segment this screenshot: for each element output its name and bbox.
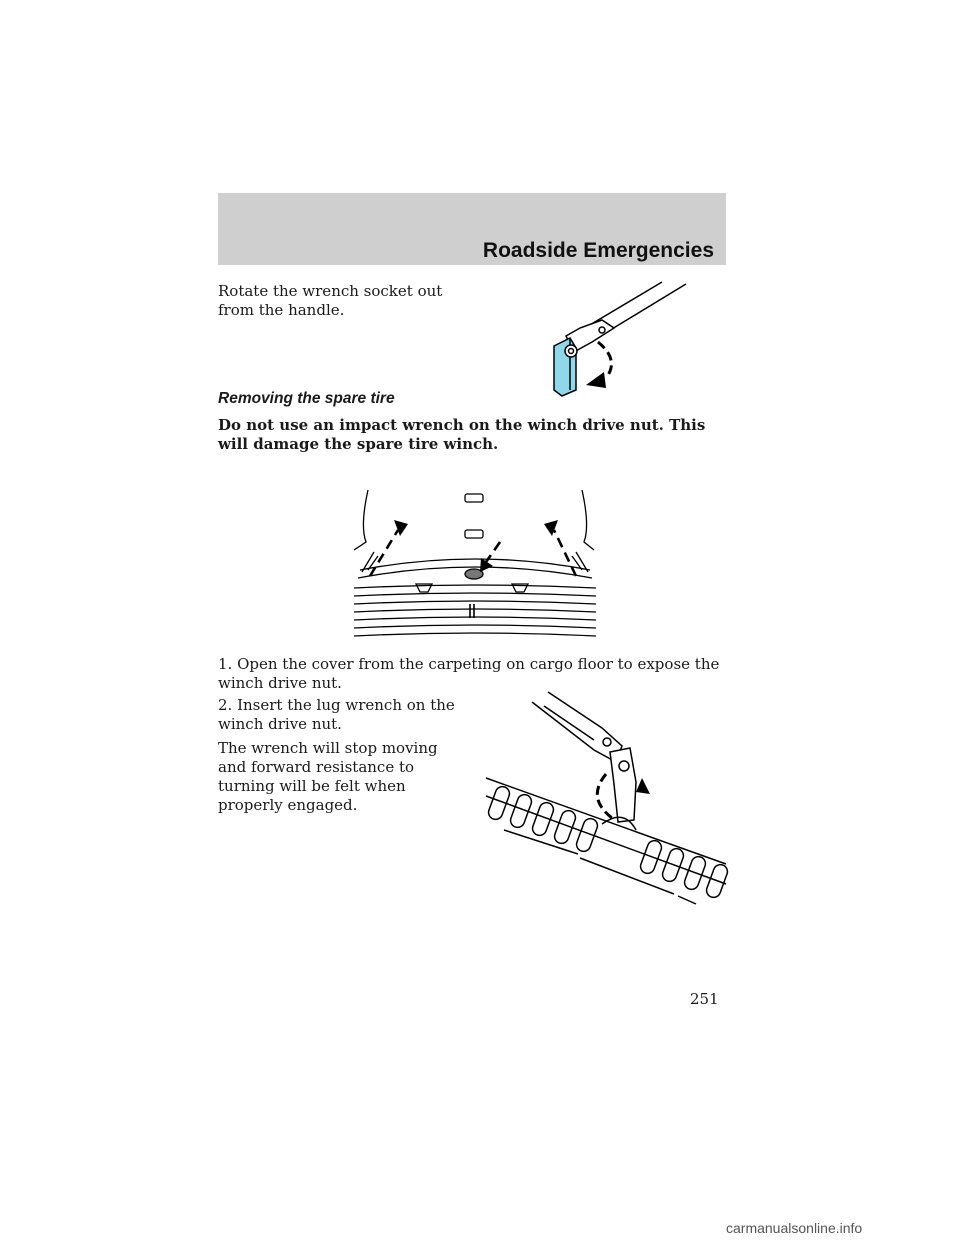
wrench-socket-illustration — [553, 281, 687, 397]
header-band: Roadside Emergencies — [218, 193, 726, 265]
lug-wrench-winch-illustration — [485, 691, 729, 905]
rotate-instruction-text: Rotate the wrench socket out from the ha… — [218, 282, 443, 319]
page-number: 251 — [690, 990, 719, 1008]
cargo-floor-illustration — [353, 489, 597, 637]
section-subheading: Removing the spare tire — [218, 390, 395, 407]
step-2-text: 2. Insert the lug wrench on the winch dr… — [218, 696, 455, 733]
warning-text: Do not use an impact wrench on the winch… — [218, 416, 706, 453]
step-1-text: 1. Open the cover from the carpeting on … — [218, 655, 720, 692]
footer-watermark: carmanualsonline.info — [726, 1220, 863, 1236]
engagement-note-text: The wrench will stop moving and forward … — [218, 739, 438, 814]
section-title: Roadside Emergencies — [482, 239, 714, 262]
